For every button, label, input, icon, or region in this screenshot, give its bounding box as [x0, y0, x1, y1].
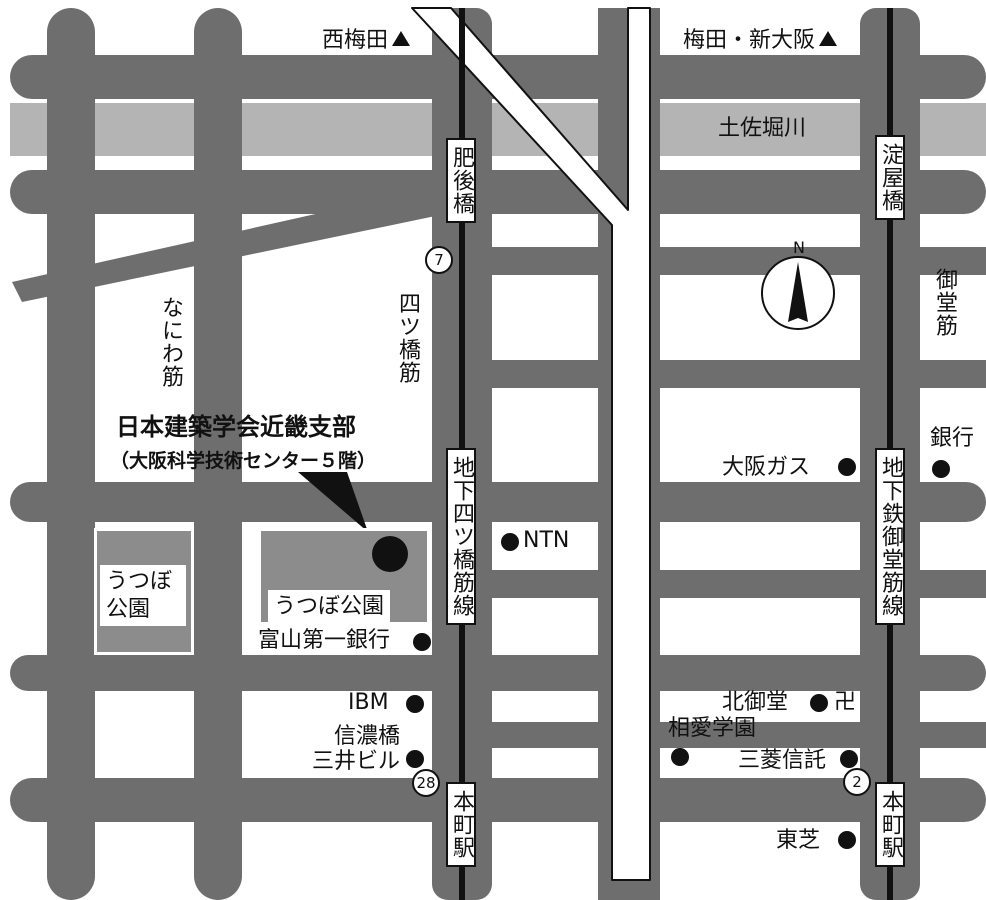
- landmark-ntn-dot: [501, 533, 519, 551]
- landmark-bank-dot: [932, 460, 950, 478]
- station-hommachi-east: 本町駅: [875, 782, 905, 867]
- direction-umeda-shinosaka: 梅田・新大阪: [683, 30, 838, 52]
- road-v-2: [194, 8, 242, 900]
- landmark-mitsubishi-trust-dot: [840, 750, 858, 768]
- landmark-soai: 相愛学園: [668, 716, 757, 741]
- up-triangle-icon: [819, 31, 838, 46]
- river-band: [10, 103, 986, 156]
- overpass-road: [411, 7, 651, 881]
- subway-line-midosuji-label: 地下鉄御堂筋線: [875, 448, 905, 625]
- landmark-shinanobashi-mitsui: 信濃橋 三井ビル: [311, 724, 400, 775]
- bridge-yodoyabashi: 淀屋橋: [875, 135, 905, 220]
- landmark-ibm-dot: [406, 695, 424, 713]
- destination-marker: [372, 536, 408, 572]
- up-triangle-icon: [392, 31, 411, 46]
- callout-pointer: [298, 472, 368, 532]
- direction-nishiumeda: 西梅田: [322, 30, 411, 52]
- landmark-ibm: IBM: [348, 690, 389, 715]
- road-h-9: [10, 778, 986, 822]
- landmark-soai-dot: [671, 748, 689, 766]
- landmark-kitamido-dot: [810, 694, 828, 712]
- park-west-label: うつぼ 公園: [100, 565, 186, 626]
- road-h-7: [10, 655, 986, 691]
- destination-subtitle: （大阪科学技術センター５階）: [110, 450, 377, 472]
- landmark-mitsubishi-trust: 三菱信託: [738, 748, 827, 773]
- road-h-2: [10, 170, 986, 214]
- street-naniwa: なにわ筋: [156, 292, 184, 392]
- river-label: 土佐堀川: [718, 116, 807, 141]
- landmark-toshiba: 東芝: [776, 828, 821, 853]
- park-east-label: うつぼ公園: [268, 590, 391, 624]
- compass-north-label: N: [793, 238, 805, 257]
- route-2-marker: 2: [843, 768, 871, 796]
- landmark-toyama-bank: 富山第一銀行: [258, 628, 391, 653]
- route-7-marker: 7: [425, 246, 453, 274]
- landmark-shinanobashi-mitsui-dot: [406, 750, 424, 768]
- temple-icon: 卍: [834, 690, 857, 715]
- street-midosuji: 御堂筋: [932, 268, 957, 337]
- compass-icon: [761, 256, 835, 330]
- road-h-5: [10, 482, 986, 522]
- landmark-osaka-gas: 大阪ガス: [722, 455, 811, 480]
- bridge-higobashi: 肥後橋: [446, 138, 476, 223]
- landmark-osaka-gas-dot: [838, 458, 856, 476]
- street-yotsubashi: 四ツ橋筋: [395, 292, 420, 384]
- landmark-bank: 銀行: [930, 426, 975, 451]
- landmark-ntn: NTN: [523, 528, 570, 553]
- landmark-toshiba-dot: [838, 831, 856, 849]
- landmark-toyama-bank-dot: [413, 633, 431, 651]
- subway-line-yotsubashi-label: 地下四ツ橋筋線: [446, 448, 476, 625]
- destination-name: 日本建築学会近畿支部: [116, 413, 356, 441]
- road-v-1: [47, 8, 95, 900]
- route-28-marker: 28: [412, 769, 440, 797]
- station-hommachi-west: 本町駅: [446, 782, 476, 867]
- landmark-kitamido: 北御堂: [722, 690, 789, 715]
